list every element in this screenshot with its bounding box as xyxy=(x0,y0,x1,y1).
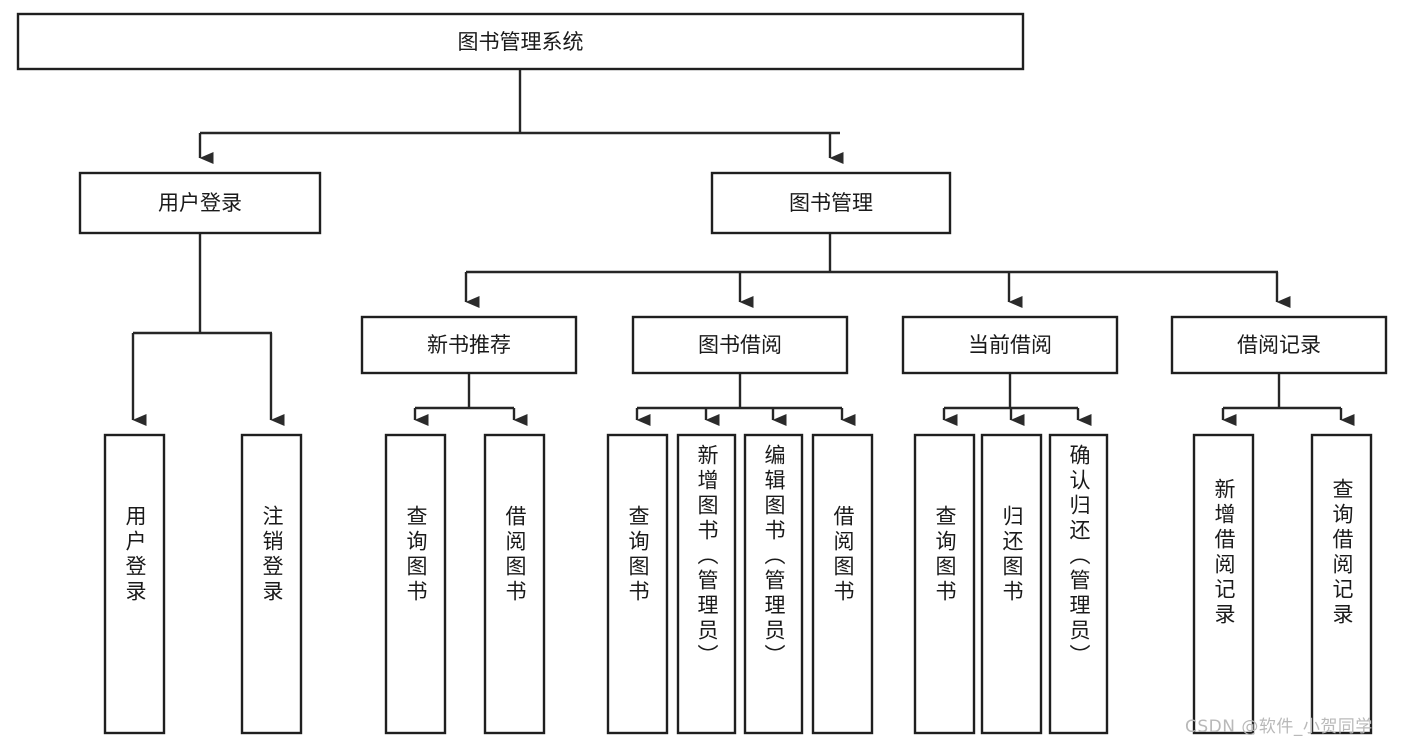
connector-newbook-to-leaves xyxy=(413,373,528,426)
node-borrow-record-label: 借阅记录 xyxy=(1237,333,1321,357)
node-book-borrow[interactable]: 图书借阅 xyxy=(631,315,849,375)
node-current-borrow-label: 当前借阅 xyxy=(968,333,1052,357)
node-current-borrow[interactable]: 当前借阅 xyxy=(901,315,1119,375)
leaf-box-query-record[interactable] xyxy=(1310,433,1373,735)
node-root-label: 图书管理系统 xyxy=(458,30,584,54)
node-user-login-label: 用户登录 xyxy=(158,191,242,215)
leaf-box-edit-book[interactable] xyxy=(743,433,804,735)
connector-userlogin-to-leaves xyxy=(131,233,285,426)
leaf-box-user-logout[interactable] xyxy=(240,433,303,735)
leaf-box-return-book[interactable] xyxy=(980,433,1043,735)
node-new-book-rec[interactable]: 新书推荐 xyxy=(360,315,578,375)
node-book-borrow-box[interactable] xyxy=(631,315,849,375)
node-root[interactable]: 图书管理系统 xyxy=(16,12,1025,71)
node-borrow-record-box[interactable] xyxy=(1170,315,1388,375)
leaf-box-confirm-return[interactable] xyxy=(1048,433,1109,735)
leaf-box-query-book-3[interactable] xyxy=(913,433,976,735)
node-new-book-rec-box[interactable] xyxy=(360,315,578,375)
node-book-manage-label: 图书管理 xyxy=(789,191,873,215)
node-borrow-record[interactable]: 借阅记录 xyxy=(1170,315,1388,375)
connector-bookmanage-to-level3 xyxy=(464,233,1291,308)
node-book-borrow-label: 图书借阅 xyxy=(698,333,782,357)
connector-root-to-level2 xyxy=(198,69,844,164)
leaf-box-add-record[interactable] xyxy=(1192,433,1255,735)
leaf-boxes xyxy=(103,433,1373,735)
leaf-box-borrow-book-1[interactable] xyxy=(483,433,546,735)
node-user-login-box[interactable] xyxy=(78,171,322,235)
leaf-box-query-book-2[interactable] xyxy=(606,433,669,735)
connector-borrowrecord-to-leaves xyxy=(1221,373,1355,426)
node-root-box[interactable] xyxy=(16,12,1025,71)
node-user-login[interactable]: 用户登录 xyxy=(78,171,322,235)
leaf-box-borrow-book-2[interactable] xyxy=(811,433,874,735)
leaf-box-user-login[interactable] xyxy=(103,433,166,735)
node-new-book-rec-label: 新书推荐 xyxy=(427,333,511,357)
csdn-watermark: CSDN @软件_小贺同学 xyxy=(1185,717,1373,737)
leaf-box-add-book[interactable] xyxy=(676,433,737,735)
node-book-manage[interactable]: 图书管理 xyxy=(710,171,952,235)
node-current-borrow-box[interactable] xyxy=(901,315,1119,375)
leaf-box-query-book-1[interactable] xyxy=(384,433,447,735)
connector-currentborrow-to-leaves xyxy=(942,373,1092,426)
node-book-manage-box[interactable] xyxy=(710,171,952,235)
connector-bookborrow-to-leaves xyxy=(635,373,856,426)
